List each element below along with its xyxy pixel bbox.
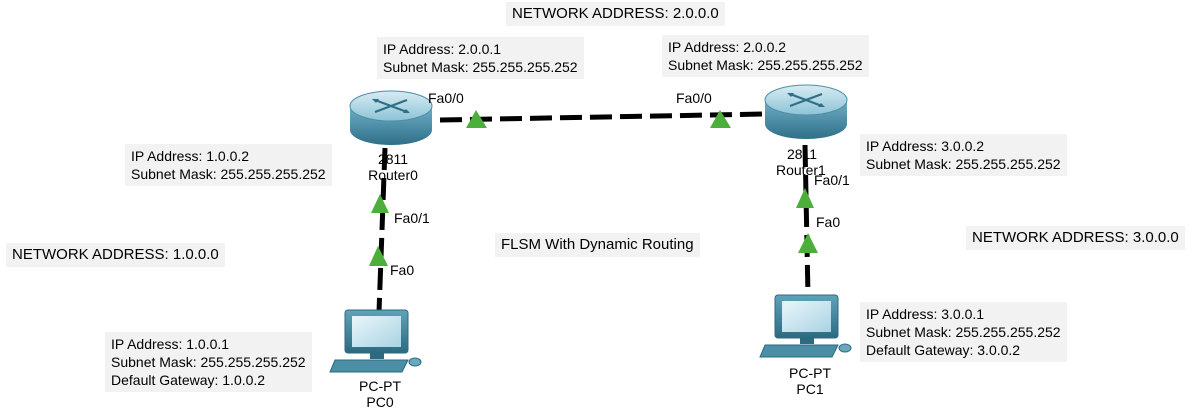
pc0-icon[interactable] [329,309,422,373]
router0-icon[interactable] [349,90,433,145]
pc1-type: PC-PT [789,365,831,381]
router0-lan-ip: IP Address: 1.0.0.2 [131,148,250,164]
router1-label: 2811 Router1 [772,146,832,178]
router0-port-fa00-label: Fa0/0 [428,90,464,106]
router1-icon[interactable] [764,84,848,139]
pc0-label: PC-PT PC0 [350,378,410,410]
link-up-indicator-pc1-fa0 [798,233,818,253]
router1-port-fa00-label: Fa0/0 [676,90,712,106]
pc1-name: PC1 [796,381,824,397]
pc0-ip: IP Address: 1.0.0.1 [111,336,230,352]
router0-lan-mask: Subnet Mask: 255.255.255.252 [131,166,326,182]
router0-model: 2811 [377,151,409,167]
router0-name: Router0 [368,167,418,183]
router1-lan-mask: Subnet Mask: 255.255.255.252 [866,156,1061,172]
pc1-icon[interactable] [759,294,852,358]
router1-wan-ip: IP Address: 2.0.0.2 [668,39,787,55]
pc0-mask: Subnet Mask: 255.255.255.252 [111,354,306,370]
link-up-indicator-router1-fa00 [710,110,731,128]
router0-wan-ip: IP Address: 2.0.0.1 [383,41,502,57]
pc1-ip: IP Address: 3.0.0.1 [866,306,985,322]
pc1-gateway: Default Gateway: 3.0.0.2 [866,342,1021,358]
link-router1-pc1[interactable] [802,144,811,297]
router0-port-fa01-label: Fa0/1 [394,210,430,226]
link-up-indicator-router0-fa01 [371,194,389,213]
router1-model: 2811 [786,146,818,162]
router0-label: 2811 Router0 [356,151,430,183]
network-address-right: NETWORK ADDRESS: 3.0.0.0 [966,226,1185,250]
pc1-label: PC-PT PC1 [780,365,840,397]
network-address-left: NETWORK ADDRESS: 1.0.0.0 [6,243,225,267]
pc0-port-fa0-label: Fa0 [390,262,415,278]
link-up-indicator-router0-fa00 [466,110,487,128]
link-router0-pc0[interactable] [376,147,388,313]
router1-lan-note: IP Address: 3.0.0.2 Subnet Mask: 255.255… [860,134,1067,176]
pc0-note: IP Address: 1.0.0.1 Subnet Mask: 255.255… [105,332,312,392]
pc1-port-fa0-label: Fa0 [816,214,841,230]
network-address-top: NETWORK ADDRESS: 2.0.0.0 [506,2,725,26]
router0-lan-note: IP Address: 1.0.0.2 Subnet Mask: 255.255… [125,144,332,186]
router1-wan-note: IP Address: 2.0.0.2 Subnet Mask: 255.255… [662,35,869,77]
pc0-type: PC-PT [359,378,401,394]
link-up-indicator-pc0-fa0 [369,246,388,266]
router1-port-fa01-label: Fa0/1 [814,172,850,188]
router1-wan-mask: Subnet Mask: 255.255.255.252 [668,57,863,73]
pc0-name: PC0 [366,394,394,410]
link-up-indicator-router1-fa01 [796,188,814,208]
pc0-gateway: Default Gateway: 1.0.0.2 [111,372,266,388]
pc1-mask: Subnet Mask: 255.255.255.252 [866,324,1061,340]
link-router0-router1[interactable] [439,111,766,123]
router1-lan-ip: IP Address: 3.0.0.2 [866,138,985,154]
router0-wan-note: IP Address: 2.0.0.1 Subnet Mask: 255.255… [377,37,584,79]
pc1-note: IP Address: 3.0.0.1 Subnet Mask: 255.255… [860,302,1067,362]
router0-wan-mask: Subnet Mask: 255.255.255.252 [383,59,578,75]
diagram-title: FLSM With Dynamic Routing [495,233,700,257]
router1-name: Router1 [776,162,826,178]
